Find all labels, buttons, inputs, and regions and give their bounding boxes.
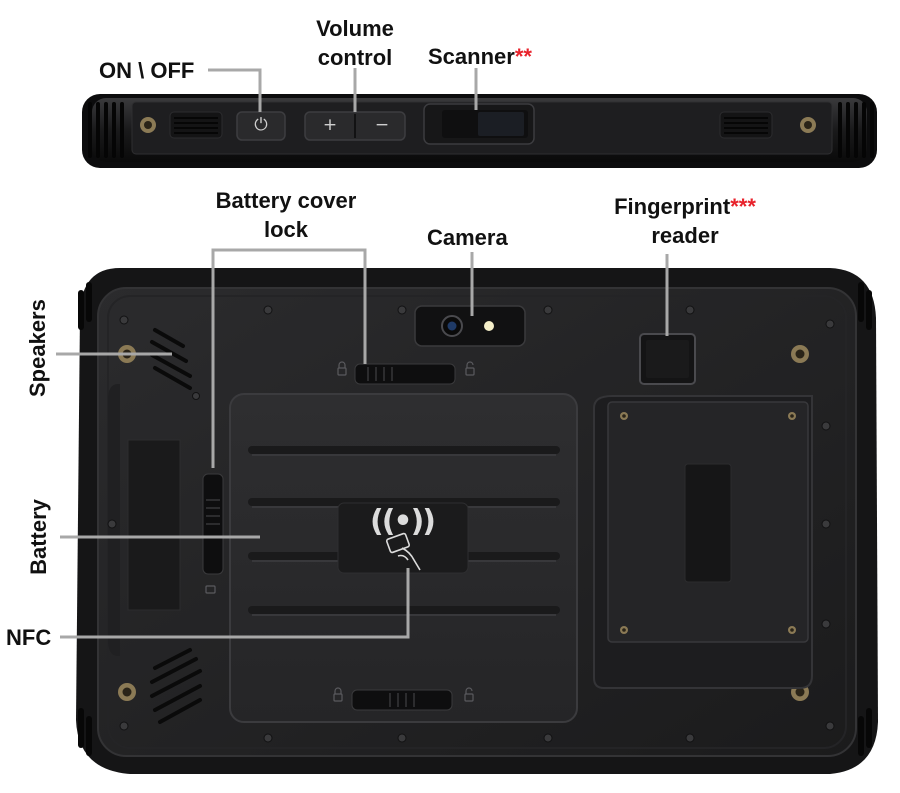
- label-battery-cover-line2: lock: [263, 217, 309, 242]
- speaker-grille-top: [150, 328, 192, 390]
- volume-down-icon: −: [374, 115, 390, 135]
- label-volume-control: Volume control: [305, 14, 405, 72]
- nfc-area: [337, 502, 469, 574]
- label-scanner: Scanner**: [428, 46, 532, 68]
- top-edge-screw-left: [140, 117, 156, 133]
- camera-module: [414, 305, 526, 347]
- label-battery-cover-line1: Battery cover: [215, 188, 357, 213]
- back-screw-bottom-left: [118, 683, 136, 701]
- callout-on-off: [208, 68, 262, 112]
- label-volume-line2: control: [317, 45, 393, 70]
- right-bumper-ribs: [838, 102, 874, 158]
- label-nfc: NFC: [6, 625, 52, 650]
- battery-cover-lock-bottom: [333, 687, 474, 711]
- top-edge-port-right: [719, 111, 773, 139]
- label-camera: Camera: [427, 225, 508, 250]
- callout-battery-lock: [211, 248, 367, 468]
- fingerprint-sensor: [639, 333, 696, 385]
- callout-lines: [56, 68, 669, 639]
- left-bumper-ribs: [88, 102, 124, 158]
- label-fingerprint-reader: Fingerprint*** reader: [590, 192, 780, 250]
- back-screw-top-right: [791, 345, 809, 363]
- corner-bumper-ribs: [78, 282, 872, 756]
- volume-up-icon: +: [322, 115, 338, 135]
- label-speakers: Speakers: [25, 299, 50, 397]
- nfc-contactless-icon: ((•)): [370, 504, 436, 539]
- expansion-panel: [593, 395, 813, 689]
- label-fingerprint-line1-wrap: Fingerprint***: [590, 192, 780, 221]
- battery-cover-lock-top: [337, 361, 475, 385]
- power-icon: ⏻: [254, 115, 268, 135]
- label-battery: Battery: [26, 499, 51, 575]
- tablet-top-edge: [82, 94, 877, 168]
- label-fingerprint-mark: ***: [730, 194, 756, 219]
- edge-rivets: [107, 305, 835, 743]
- top-edge-screw-right: [800, 117, 816, 133]
- callout-nfc: [60, 568, 410, 639]
- left-side-recess: [127, 439, 181, 611]
- top-edge-port-left: [169, 111, 223, 139]
- speaker-grille-bottom: [150, 648, 202, 724]
- label-volume-line1: Volume: [316, 16, 394, 41]
- label-battery-cover-lock: Battery cover lock: [196, 186, 376, 244]
- tablet-back: [76, 268, 878, 774]
- label-on-off: ON \ OFF: [99, 58, 195, 83]
- label-fingerprint-line1: Fingerprint: [614, 194, 731, 219]
- label-scanner-mark: **: [514, 44, 532, 69]
- label-fingerprint-line2: reader: [651, 223, 719, 248]
- label-scanner-text: Scanner: [428, 44, 515, 69]
